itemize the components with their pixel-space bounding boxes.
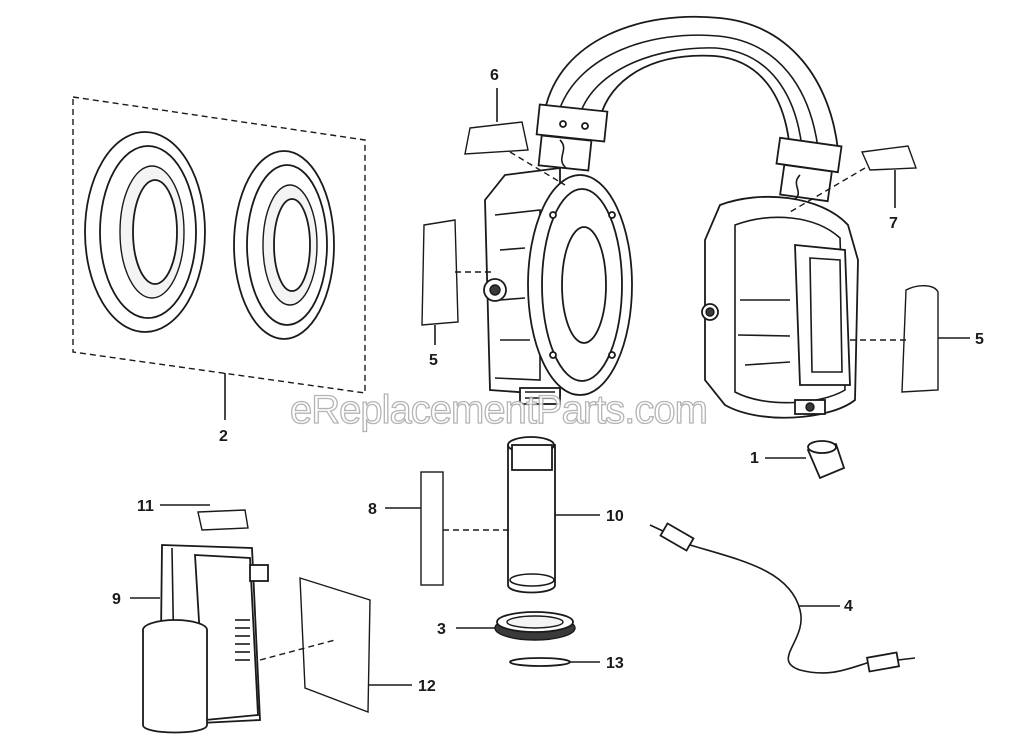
callout-5-left: 5 <box>429 352 438 369</box>
callout-4: 4 <box>844 598 853 615</box>
callout-9: 9 <box>112 591 121 608</box>
callout-2: 2 <box>219 428 228 445</box>
left-earmuff <box>483 166 633 405</box>
label-sticker-6 <box>464 88 566 186</box>
ear-cushion-right <box>233 150 335 340</box>
battery-cap <box>765 440 846 480</box>
watermark: eReplacementParts.com <box>290 388 707 432</box>
callout-13: 13 <box>606 655 624 672</box>
callout-5-right: 5 <box>975 331 984 348</box>
ear-cushion-left <box>84 131 206 333</box>
side-pad-right <box>850 285 970 393</box>
manual-sheet <box>259 577 412 714</box>
headband <box>535 15 843 203</box>
callout-12: 12 <box>418 678 436 695</box>
callout-8: 8 <box>368 501 377 518</box>
battery-cylinder <box>507 436 600 594</box>
callout-3: 3 <box>437 621 446 638</box>
o-ring <box>509 657 600 667</box>
label-sticker-11 <box>160 504 249 531</box>
callout-6: 6 <box>490 67 499 84</box>
side-pad-left <box>421 219 495 345</box>
battery-ring <box>456 611 576 641</box>
callout-7: 7 <box>889 215 898 232</box>
right-earmuff <box>701 195 859 419</box>
callout-1: 1 <box>750 450 759 467</box>
callout-11: 11 <box>137 498 154 515</box>
charger-holder <box>130 544 269 734</box>
audio-cable <box>649 522 916 674</box>
ear-cushions-group <box>72 96 366 420</box>
pad-8 <box>385 471 508 586</box>
label-sticker-7 <box>789 145 917 213</box>
callout-10: 10 <box>606 508 624 525</box>
